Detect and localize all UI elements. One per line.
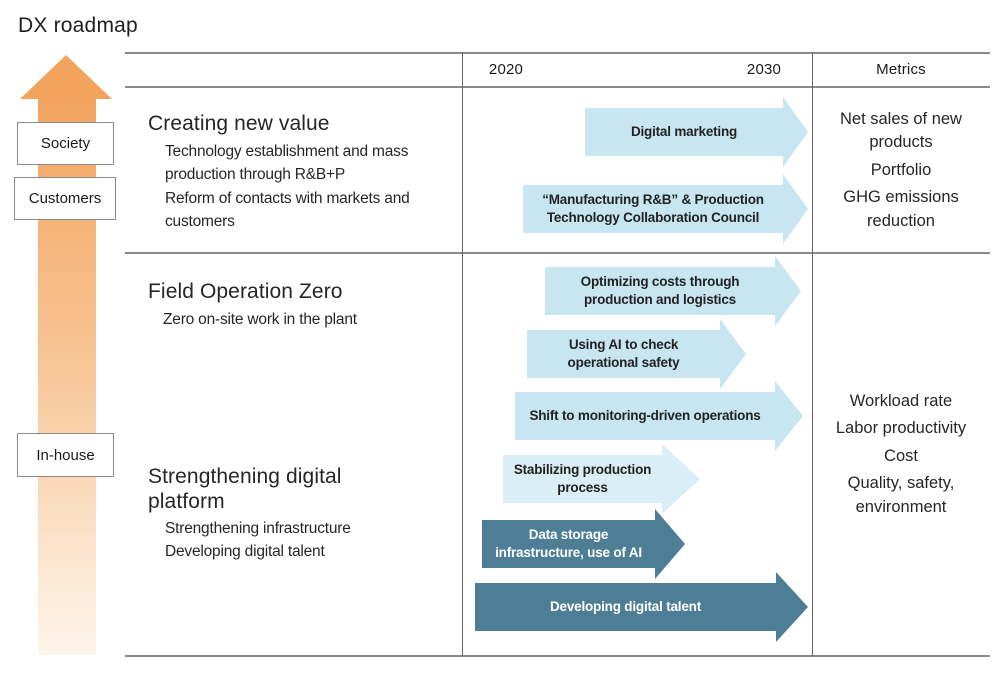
description-line: Technology establishment and mass produc… — [165, 143, 409, 184]
metrics-column-header: Metrics — [876, 61, 926, 78]
row-separator-line — [125, 252, 990, 254]
arrow-label: Shift to monitoring-driven operations — [515, 392, 775, 440]
arrow-head-icon — [775, 381, 803, 451]
metric-item: GHG emissions reduction — [843, 188, 959, 230]
flow-label-customers: Customers — [14, 177, 116, 220]
description-line: Reform of contacts with markets and cust… — [165, 189, 410, 230]
page-title: DX roadmap — [18, 14, 138, 37]
arrow-head-icon — [662, 444, 700, 514]
arrow-head-icon — [783, 97, 808, 167]
arrow-label: Developing digital talent — [475, 583, 776, 631]
section-heading-field-operation-zero: Field Operation Zero — [148, 280, 343, 303]
timeline-arrow-developing-talent: Developing digital talent — [475, 572, 808, 642]
timeline-arrow-data-storage: Data storage infrastructure, use of AI — [482, 509, 685, 579]
arrow-head-icon — [783, 174, 808, 244]
arrow-head-icon — [776, 572, 808, 642]
flow-arrow-up-icon — [20, 55, 112, 99]
arrow-label: Data storage infrastructure, use of AI — [482, 520, 655, 568]
metric-item: Labor productivity — [835, 419, 967, 438]
metrics-cell-operations: Workload rate Labor productivity Cost Qu… — [813, 390, 989, 523]
arrow-head-icon — [775, 256, 801, 326]
arrow-label: Stabilizing production process — [503, 455, 662, 503]
metric-item: Quality, safety, environment — [847, 474, 955, 516]
flow-label-customers-text: Customers — [28, 190, 102, 207]
flow-label-society: Society — [17, 122, 114, 165]
arrow-label: Optimizing costs through production and … — [545, 267, 775, 315]
arrow-head-icon — [720, 319, 746, 389]
timeline-arrow-digital-marketing: Digital marketing — [585, 97, 808, 167]
flow-label-in-house-text: In-house — [36, 446, 95, 464]
section-heading-creating-new-value: Creating new value — [148, 112, 330, 135]
description-line: Developing digital talent — [165, 543, 325, 561]
metric-item: Workload rate — [849, 392, 953, 410]
section-description-strengthening-digital-platform: Strengthening infrastructure Developing … — [165, 517, 425, 564]
timeline-arrow-manufacturing-council: “Manufacturing R&B” & Production Technol… — [523, 174, 808, 244]
flow-label-in-house: In-house — [17, 433, 114, 477]
arrow-label: “Manufacturing R&B” & Production Technol… — [523, 185, 783, 233]
timeline-arrow-optimizing-costs: Optimizing costs through production and … — [545, 256, 801, 326]
table-bottom-line — [125, 655, 990, 657]
flow-label-society-text: Society — [40, 135, 91, 152]
description-line: Zero on-site work in the plant — [163, 311, 357, 328]
description-line: Strengthening infrastructure — [165, 520, 351, 537]
timeline-arrow-ai-safety: Using AI to check operational safety — [527, 319, 746, 389]
metric-item: Net sales of new products — [840, 110, 962, 152]
metrics-cell-creating-new-value: Net sales of new products Portfolio GHG … — [813, 108, 989, 237]
timeline-year-start: 2020 — [488, 61, 524, 78]
section-description-creating-new-value: Technology establishment and mass produc… — [165, 140, 419, 233]
arrow-head-icon — [655, 509, 685, 579]
arrow-label: Using AI to check operational safety — [527, 330, 720, 378]
timeline-arrow-stabilizing-production: Stabilizing production process — [503, 444, 700, 514]
metric-item: Cost — [884, 446, 918, 465]
arrow-label: Digital marketing — [585, 108, 783, 156]
metrics-column-left-line — [812, 52, 813, 656]
timeline-arrow-monitoring-operations: Shift to monitoring-driven operations — [515, 381, 803, 451]
timeline-year-end: 2030 — [746, 61, 782, 78]
header-bottom-line — [125, 86, 990, 88]
metric-item: Portfolio — [870, 160, 932, 179]
timeline-column-left-line — [462, 52, 463, 656]
section-heading-strengthening-digital-platform: Strengthening digital platform — [148, 465, 342, 513]
table-top-line — [125, 52, 990, 54]
section-description-field-operation-zero: Zero on-site work in the plant — [163, 308, 443, 331]
